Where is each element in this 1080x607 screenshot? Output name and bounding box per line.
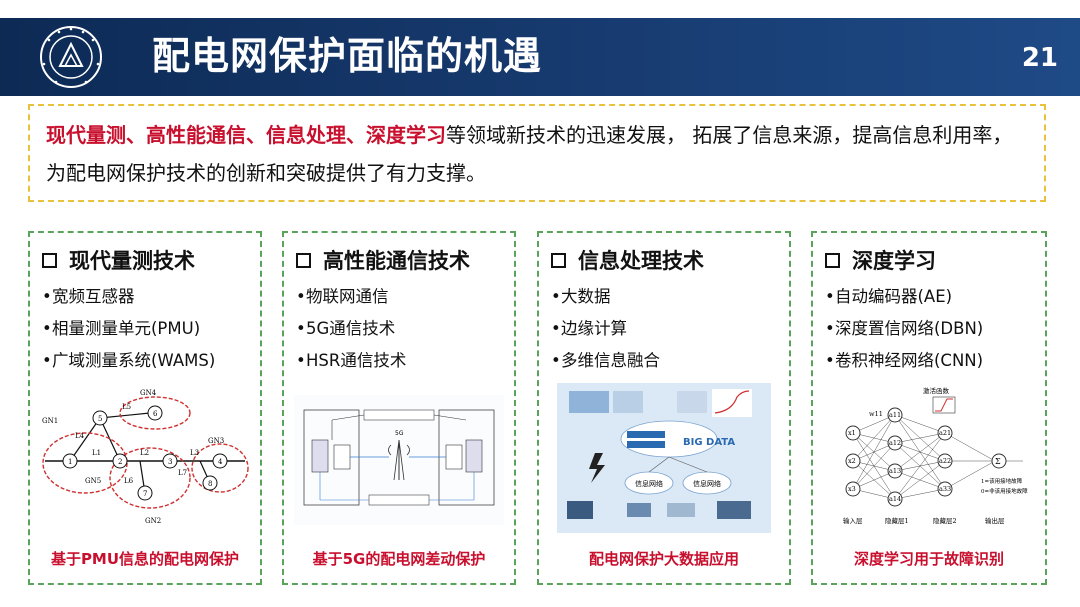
card-title: 高性能通信技术 bbox=[323, 249, 470, 273]
output-note: 0=非该用接地故障 bbox=[981, 487, 1028, 495]
hidden-node-label: a12 bbox=[889, 439, 901, 447]
figure-caption: 深度学习用于故障识别 bbox=[853, 550, 1004, 568]
activation-label: 激活函数 bbox=[923, 386, 950, 395]
list-item: 宽频互感器 bbox=[42, 281, 248, 313]
card-header: 现代量测技术 bbox=[42, 243, 248, 277]
bullet-list: 自动编码器(AE) 深度置信网络(DBN) 卷积神经网络(CNN) bbox=[825, 281, 1033, 377]
line-label: L6 bbox=[124, 477, 134, 485]
list-item: 5G通信技术 bbox=[296, 313, 502, 345]
bullet-list: 大数据 边缘计算 多维信息融合 bbox=[551, 281, 777, 377]
list-item: 大数据 bbox=[551, 281, 777, 313]
figure-caption: 基于5G的配电网差动保护 bbox=[312, 550, 486, 568]
input-node-label: x1 bbox=[848, 429, 856, 437]
card-header: 信息处理技术 bbox=[551, 243, 777, 277]
figure-caption: 基于PMU信息的配电网保护 bbox=[50, 550, 240, 568]
card-measurement: 现代量测技术 宽频互感器 相量测量单元(PMU) 广域测量系统(WAMS) 1 … bbox=[28, 231, 262, 585]
list-item: 广域测量系统(WAMS) bbox=[42, 345, 248, 377]
weight-label: w11 bbox=[869, 410, 883, 418]
checkbox-square-icon bbox=[551, 252, 566, 268]
page-title: 配电网保护面临的机遇 bbox=[152, 34, 543, 78]
line-label: L5 bbox=[122, 403, 131, 411]
bullet-list: 物联网通信 5G通信技术 HSR通信技术 bbox=[296, 281, 502, 377]
gen-label: GN2 bbox=[145, 517, 161, 525]
input-node-label: x2 bbox=[848, 457, 856, 465]
separator: 、 bbox=[246, 123, 266, 147]
hidden-node-label: a14 bbox=[889, 495, 901, 503]
gen-label: GN1 bbox=[42, 417, 58, 425]
highlight-deep-learning: 深度学习 bbox=[366, 123, 446, 147]
list-item: 卷积神经网络(CNN) bbox=[825, 345, 1033, 377]
list-item: 多维信息融合 bbox=[551, 345, 777, 377]
card-deep-learning: 深度学习 自动编码器(AE) 深度置信网络(DBN) 卷积神经网络(CNN) 激… bbox=[811, 231, 1047, 585]
card-header: 深度学习 bbox=[825, 243, 1033, 277]
gen-label: GN4 bbox=[140, 389, 157, 397]
node-label: 8 bbox=[208, 480, 212, 488]
line-label: L4 bbox=[75, 432, 85, 440]
page-number: 21 bbox=[1021, 43, 1058, 73]
bullet-list: 宽频互感器 相量测量单元(PMU) 广域测量系统(WAMS) bbox=[42, 281, 248, 377]
5g-label: 5G bbox=[395, 430, 404, 437]
input-node-label: x3 bbox=[848, 485, 856, 493]
list-item: HSR通信技术 bbox=[296, 345, 502, 377]
checkbox-square-icon bbox=[296, 252, 311, 268]
figure-caption: 配电网保护大数据应用 bbox=[588, 550, 739, 568]
gen-label: GN3 bbox=[208, 437, 224, 445]
checkbox-square-icon bbox=[42, 252, 57, 268]
hidden-node-label: a13 bbox=[889, 467, 901, 475]
big-data-label: BIG DATA bbox=[683, 437, 735, 448]
layer-label: 隐藏层2 bbox=[933, 516, 957, 525]
highlight-information-processing: 信息处理 bbox=[266, 123, 346, 147]
card-information-processing: 信息处理技术 大数据 边缘计算 多维信息融合 BIG DATA 信息网络 信息网… bbox=[537, 231, 791, 585]
layer-label: 隐藏层1 bbox=[885, 516, 909, 525]
neural-network-diagram: 激活函数 w11 x1 x2 x3 a11 a12 a13 a14 a21 bbox=[823, 383, 1035, 535]
node-label: 5 bbox=[98, 415, 102, 423]
card-header: 高性能通信技术 bbox=[296, 243, 502, 277]
gen-label: GN5 bbox=[85, 477, 101, 485]
hidden-node-label: a33 bbox=[939, 485, 951, 493]
layer-label: 输出层 bbox=[985, 516, 1005, 525]
hidden-node-label: a21 bbox=[939, 429, 951, 437]
line-label: L7 bbox=[178, 469, 187, 477]
card-communication: 高性能通信技术 物联网通信 5G通信技术 HSR通信技术 5G bbox=[282, 231, 516, 585]
list-item: 相量测量单元(PMU) bbox=[42, 313, 248, 345]
node-label: 1 bbox=[68, 458, 72, 466]
highlight-communication: 高性能通信 bbox=[146, 123, 246, 147]
line-label: L3 bbox=[190, 449, 199, 457]
network-label: 信息网络 bbox=[693, 479, 721, 488]
intro-paragraph: 现代量测、高性能通信、信息处理、深度学习等领域新技术的迅速发展， 拓展了信息来源… bbox=[28, 104, 1046, 202]
node-label: 3 bbox=[168, 458, 172, 466]
card-title: 现代量测技术 bbox=[69, 249, 195, 273]
checkbox-square-icon bbox=[825, 252, 840, 268]
separator: 、 bbox=[126, 123, 146, 147]
pmu-network-diagram: 1 2 3 4 5 6 7 8 GN1 GN2 GN3 GN4 GN5 L1 L… bbox=[40, 383, 250, 533]
intro-rest-text: 等领域新技术的迅速发展， 拓展了信息来源，提高信息利用率，为配电网保护技术的创新… bbox=[46, 123, 1013, 185]
list-item: 深度置信网络(DBN) bbox=[825, 313, 1033, 345]
title-bar: 配电网保护面临的机遇 21 bbox=[0, 18, 1080, 96]
highlight-measurement: 现代量测 bbox=[46, 123, 126, 147]
line-label: L1 bbox=[92, 449, 101, 457]
list-item: 物联网通信 bbox=[296, 281, 502, 313]
hidden-node-label: a22 bbox=[939, 457, 951, 465]
sum-symbol: Σ bbox=[995, 457, 1001, 466]
card-title: 信息处理技术 bbox=[578, 249, 704, 273]
line-label: L2 bbox=[140, 449, 149, 457]
5g-differential-diagram: 5G bbox=[294, 395, 504, 525]
node-label: 7 bbox=[143, 490, 147, 498]
list-item: 自动编码器(AE) bbox=[825, 281, 1033, 313]
node-label: 6 bbox=[153, 410, 158, 418]
node-label: 2 bbox=[118, 458, 122, 466]
hidden-node-label: a11 bbox=[889, 411, 901, 419]
separator: 、 bbox=[346, 123, 366, 147]
network-label: 信息网络 bbox=[635, 479, 663, 488]
card-title: 深度学习 bbox=[852, 249, 936, 273]
big-data-diagram: BIG DATA 信息网络 信息网络 bbox=[557, 383, 771, 533]
node-label: 4 bbox=[218, 458, 223, 466]
university-logo bbox=[36, 24, 106, 90]
layer-label: 输入层 bbox=[843, 516, 863, 525]
output-note: 1=该用接地故障 bbox=[981, 477, 1023, 485]
list-item: 边缘计算 bbox=[551, 313, 777, 345]
